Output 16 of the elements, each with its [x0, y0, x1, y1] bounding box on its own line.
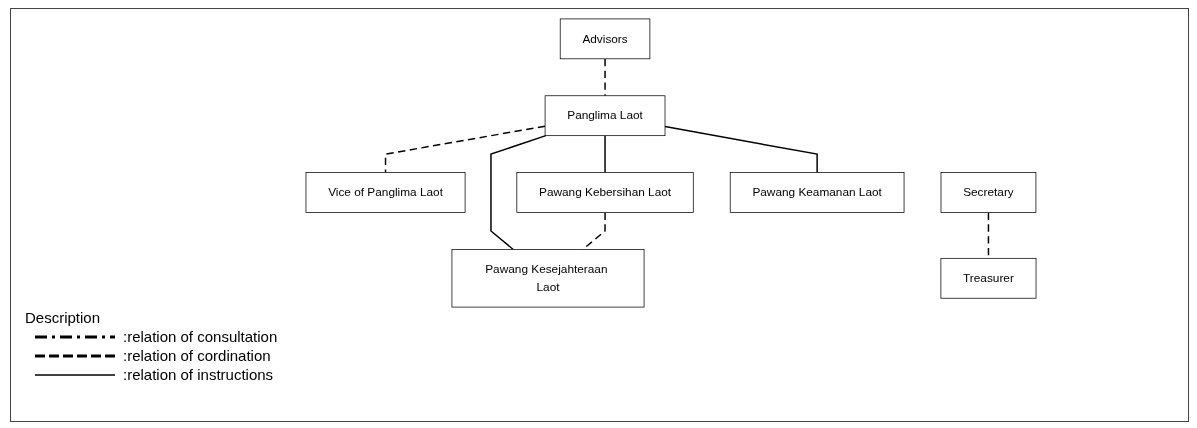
node-box: Pawang Kebersihan Laot: [516, 172, 694, 213]
node-box: Treasurer: [940, 257, 1037, 299]
legend-text: :relation of cordination: [123, 347, 271, 364]
connector: [664, 125, 818, 174]
node-box: Vice of Panglima Laot: [305, 172, 466, 213]
connector: [604, 134, 606, 174]
legend-text: :relation of instructions: [123, 366, 274, 383]
legend-heading: Description: [25, 309, 101, 326]
node-box: Secretary: [940, 172, 1037, 213]
node-box: Advisors: [559, 18, 651, 60]
connector: [490, 134, 547, 251]
node-box: Pawang Keamanan Laot: [729, 172, 905, 213]
node-box: Panglima Laot: [544, 95, 666, 137]
connector: [384, 125, 546, 174]
legend-text: :relation of consultation: [123, 328, 278, 345]
node-box: Pawang Kesejahteraan Laot: [451, 249, 645, 308]
